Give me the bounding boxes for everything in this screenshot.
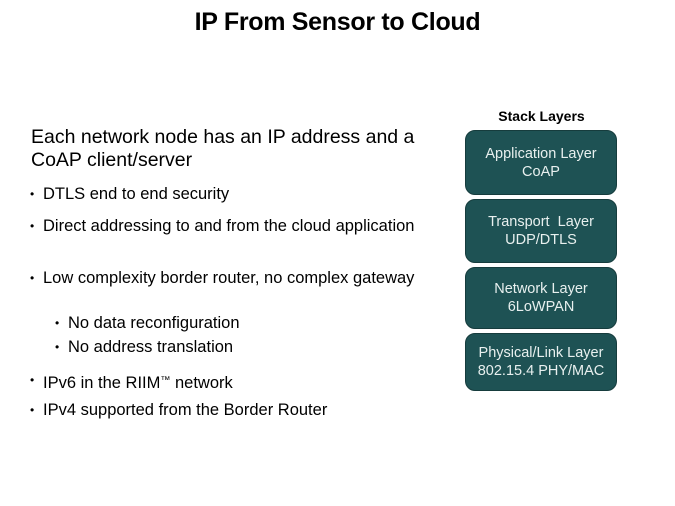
bullet-item: • IPv6 in the RIIM™ network: [30, 371, 430, 393]
bullet-dot-icon: •: [30, 403, 35, 417]
bullet-item: • Direct addressing to and from the clou…: [30, 217, 430, 236]
bullet-dot-icon: •: [30, 187, 35, 201]
bullet-dot-icon: •: [55, 316, 60, 330]
bullet-dot-icon: •: [30, 271, 35, 285]
bullet-text: Low complexity border router, no complex…: [43, 269, 415, 287]
stack-title: Stack Layers: [498, 108, 585, 124]
layer-protocol: UDP/DTLS: [505, 232, 577, 248]
sub-bullet-item: • No data reconfiguration: [55, 314, 455, 333]
layer-protocol: 802.15.4 PHY/MAC: [477, 363, 605, 379]
layer-protocol: 6LoWPAN: [507, 299, 575, 315]
layer-name: Physical/Link Layer: [478, 345, 604, 361]
bullet-text: DTLS end to end security: [43, 185, 230, 203]
bullet-text: IPv4 supported from the Border Router: [43, 401, 328, 419]
slide-title: IP From Sensor to Cloud: [194, 8, 481, 36]
layer-name: Network Layer: [494, 281, 588, 297]
bullet-item: • IPv4 supported from the Border Router: [30, 401, 430, 420]
bullet-item: • DTLS end to end security: [30, 185, 430, 204]
bullet-item: • Low complexity border router, no compl…: [30, 269, 430, 288]
stack-layer-physical-link: Physical/Link Layer 802.15.4 PHY/MAC: [465, 333, 617, 391]
bullet-text-main: IPv6 in the RIIM: [43, 374, 161, 392]
stack-layer-application: Application Layer CoAP: [465, 130, 617, 195]
bullet-dot-icon: •: [30, 219, 35, 233]
bullet-dot-icon: •: [55, 340, 60, 354]
sub-bullet-text: No data reconfiguration: [68, 314, 240, 332]
stack-layer-transport: Transport Layer UDP/DTLS: [465, 199, 617, 263]
bullet-text: Direct addressing to and from the cloud …: [43, 217, 415, 235]
sub-bullet-text: No address translation: [68, 338, 234, 356]
lead-statement: Each network node has an IP address and …: [31, 126, 415, 171]
bullet-text-suffix: network: [170, 374, 233, 392]
bullet-text: IPv6 in the RIIM™ network: [43, 371, 430, 393]
layer-name: Transport Layer: [488, 214, 594, 230]
sub-bullet-item: • No address translation: [55, 338, 455, 357]
layer-name: Application Layer: [485, 145, 597, 162]
trademark-mark: ™: [160, 375, 171, 386]
layer-protocol: CoAP: [522, 163, 560, 180]
stack-layer-network: Network Layer 6LoWPAN: [465, 267, 617, 329]
bullet-dot-icon: •: [30, 373, 35, 387]
